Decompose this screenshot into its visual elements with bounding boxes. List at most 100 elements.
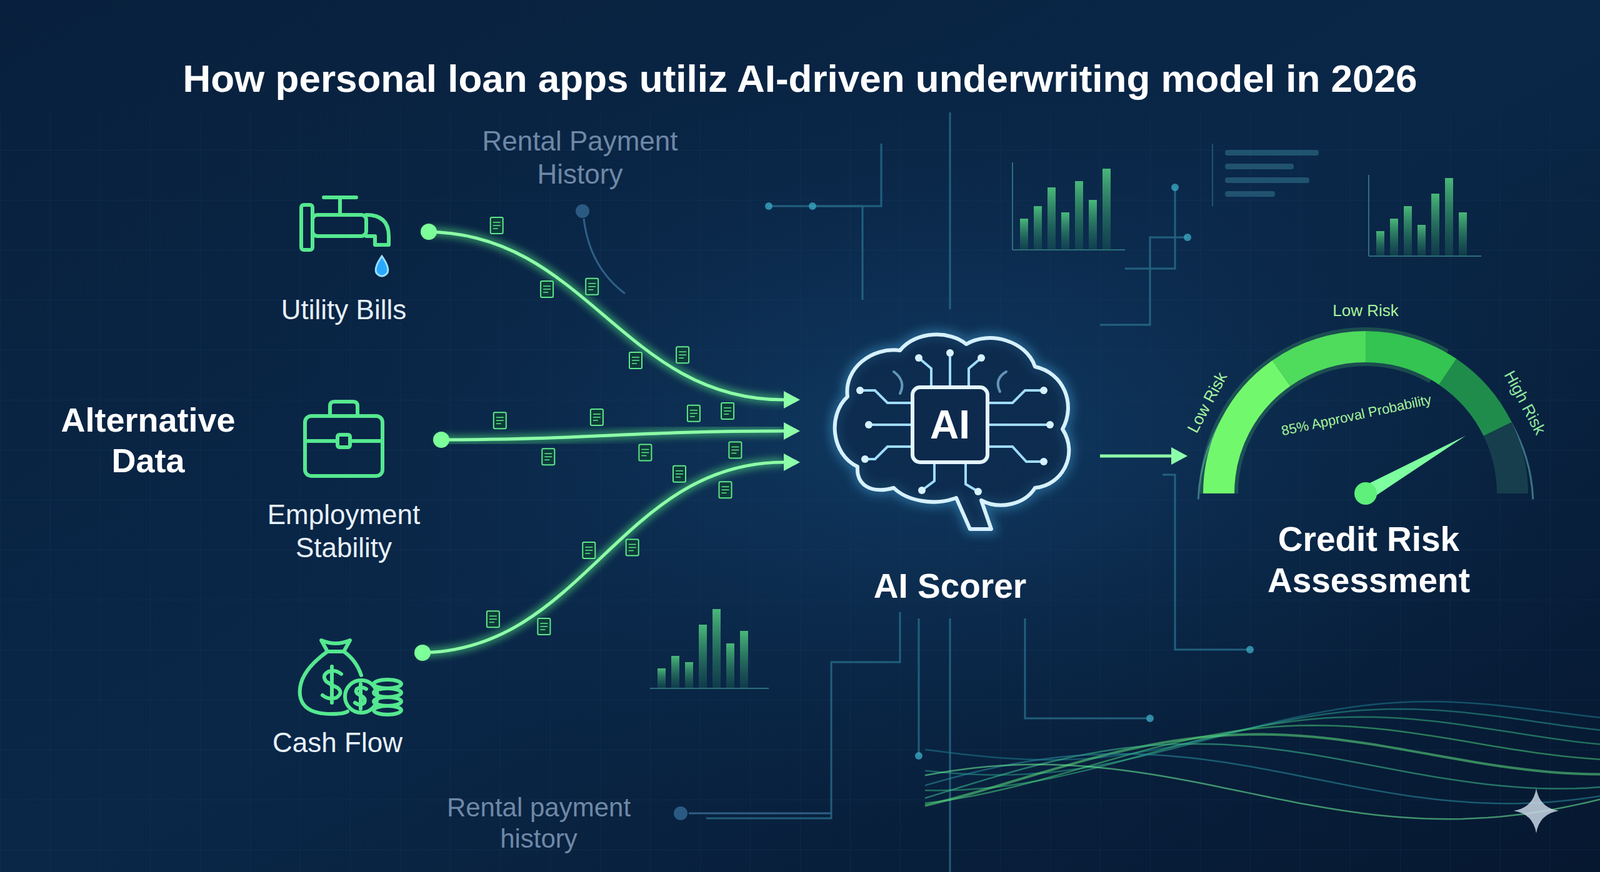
node-label: Employment Stability — [250, 498, 438, 565]
arrowhead — [1171, 447, 1188, 465]
data-document — [486, 611, 500, 628]
brain-circuits — [965, 462, 979, 492]
circuit-nodes — [865, 421, 873, 429]
data-document — [593, 414, 601, 421]
faucet-icon — [301, 197, 389, 250]
circuit-nodes — [918, 486, 926, 495]
circuit-nodes — [977, 354, 985, 362]
circuit-nodes — [1046, 421, 1054, 429]
briefcase-illustration — [250, 381, 438, 494]
data-document — [540, 281, 554, 298]
briefcase-icon — [305, 416, 383, 477]
data-document — [540, 281, 554, 298]
data-wave — [925, 735, 1600, 807]
circuit-traces — [949, 618, 952, 872]
bar-chart — [698, 625, 707, 689]
data-document — [489, 616, 497, 623]
bar-chart — [1431, 193, 1440, 257]
faucet-illustration — [262, 168, 425, 288]
brain-circuits — [860, 390, 913, 404]
bar-chart — [1061, 212, 1070, 250]
data-document — [731, 447, 739, 454]
briefcase-icon — [305, 439, 383, 444]
data-document — [588, 283, 596, 290]
faded-source-label: Rental payment history — [429, 792, 649, 856]
data-waves — [925, 701, 1600, 820]
data-document — [719, 481, 732, 499]
faucet-icon — [323, 197, 357, 215]
money-bag-icon — [300, 640, 402, 715]
arrowhead — [783, 453, 800, 472]
data-document — [638, 445, 652, 462]
briefcase-icon — [305, 401, 383, 477]
circuit-traces — [1125, 187, 1175, 269]
data-lines — [1225, 177, 1310, 184]
circuit-dots — [765, 183, 1254, 760]
connector-glow — [425, 231, 784, 400]
data-document — [541, 448, 555, 465]
rental-leader-top — [575, 204, 625, 294]
bar-chart — [650, 609, 769, 689]
data-document — [490, 217, 504, 234]
circuit-traces — [768, 206, 863, 300]
bar-chart — [1012, 162, 1125, 250]
data-document — [721, 403, 734, 420]
brain-circuits — [948, 353, 952, 388]
diagram-title: How personal loan apps utiliz AI-driven … — [0, 56, 1600, 101]
data-document — [641, 450, 649, 457]
bar-chart — [671, 656, 680, 689]
data-document — [675, 471, 684, 478]
node-label: Credit Risk Assessment — [1187, 518, 1550, 602]
connector-line — [437, 431, 784, 440]
circuit-traces — [1025, 618, 1150, 719]
faucet-icon — [366, 215, 389, 245]
data-document — [626, 539, 639, 556]
data-document — [629, 352, 642, 369]
circuit-nodes — [1040, 458, 1048, 466]
data-document — [582, 542, 595, 559]
money-bag-icon — [373, 680, 402, 689]
node-label: Cash Flow — [256, 726, 419, 760]
brain-outline — [835, 335, 1070, 530]
money-bag-icon — [321, 640, 350, 652]
data-document — [590, 409, 604, 426]
data-document — [719, 481, 732, 499]
circuit-nodes — [915, 354, 923, 362]
ai-scorer-node: AIAI Scorer — [800, 309, 1100, 607]
rental-leader-bottom — [673, 806, 832, 821]
data-document — [493, 222, 501, 229]
connector-glow — [418, 462, 784, 654]
data-wave — [925, 765, 1600, 820]
data-document — [629, 352, 642, 369]
gauge-illustration — [1187, 293, 1550, 513]
bar-chart — [1033, 206, 1042, 250]
money-bag-icon — [343, 651, 362, 676]
source-dot — [420, 223, 437, 240]
data-document — [690, 410, 698, 417]
grid — [0, 112, 1600, 872]
data-document — [585, 278, 599, 295]
source-dot — [414, 645, 431, 662]
flow-connector — [1100, 447, 1188, 465]
data-document — [723, 408, 732, 415]
data-document — [631, 357, 640, 364]
flow-connector — [420, 217, 800, 420]
data-document — [728, 442, 742, 459]
brain-circuits — [987, 423, 1050, 427]
water-drop — [375, 256, 389, 277]
briefcase-icon — [337, 435, 350, 448]
node-label: AI Scorer — [800, 565, 1100, 607]
brain-outline — [835, 335, 1070, 530]
gauge-segment — [1365, 346, 1448, 372]
circuit-traces — [918, 618, 920, 757]
data-document — [543, 286, 551, 293]
data-document — [676, 346, 689, 364]
brain-circuits — [968, 358, 982, 388]
arrowhead — [783, 422, 800, 440]
data-source-node: Utility Bills — [262, 168, 425, 327]
data-document — [687, 405, 700, 422]
brain-circuits — [987, 390, 1044, 404]
source-dot — [433, 431, 450, 449]
